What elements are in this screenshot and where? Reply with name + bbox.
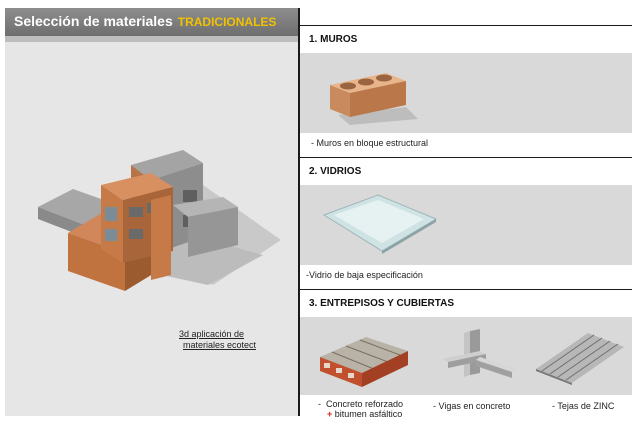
model-caption-line1: 3d aplicación de: [179, 329, 245, 339]
item-concreto-line2: bitumen asfáltico: [334, 409, 403, 419]
section-vidrios-caption-row: -Vidrio de baja especificación: [300, 265, 632, 285]
building-3d-model: [38, 150, 281, 291]
panel-divider: [298, 8, 300, 416]
section-entrepisos-header: 3. ENTREPISOS Y CUBIERTAS: [300, 289, 632, 317]
section-entrepisos-image: [300, 317, 632, 395]
section-muros-image: [300, 53, 632, 133]
concrete-block-image: [330, 73, 418, 125]
item-tejas: - Tejas de ZINC: [552, 401, 615, 411]
section-vidrios-caption: -Vidrio de baja especificación: [306, 270, 423, 280]
zinc-roof-image: [536, 333, 624, 385]
section-muros-header: 1. MUROS: [300, 25, 632, 53]
plus-icon: +: [327, 409, 333, 419]
section-muros-title: 1. MUROS: [309, 34, 358, 45]
reinforced-slab-image: [320, 337, 408, 387]
section-vidrios-image: [300, 185, 632, 265]
section-vidrios-title: 2. VIDRIOS: [309, 166, 362, 177]
concrete-beams-image: [442, 329, 516, 378]
section-muros-caption-row: - Muros en bloque estructural: [300, 133, 632, 153]
item-concreto-line1: Concreto reforzado: [326, 399, 404, 409]
item-concreto-dash: -: [318, 399, 321, 409]
title-accent: TRADICIONALES: [177, 15, 277, 29]
section-muros-caption: - Muros en bloque estructural: [311, 138, 429, 148]
model-caption: 3d aplicación de materiales ecotect: [179, 329, 256, 351]
glass-pane-image: [322, 194, 438, 254]
section-entrepisos-title: 3. ENTREPISOS Y CUBIERTAS: [309, 298, 455, 309]
model-caption-line2: materiales ecotect: [183, 340, 257, 350]
item-vigas: - Vigas en concreto: [433, 401, 511, 411]
item-concreto: - Concreto reforzado + bitumen asfáltico: [318, 399, 403, 419]
header-divider: [5, 36, 298, 42]
section-vidrios-header: 2. VIDRIOS: [300, 157, 632, 185]
